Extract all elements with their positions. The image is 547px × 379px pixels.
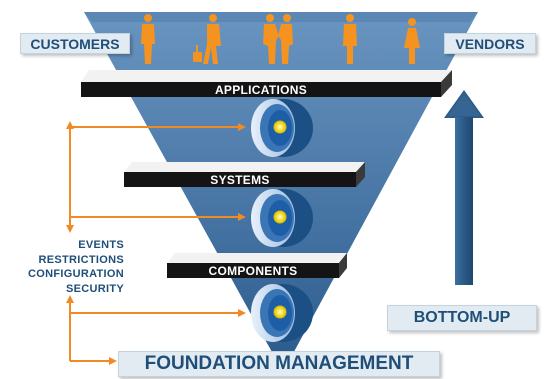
connector-arrowheads bbox=[66, 121, 246, 365]
person-icon bbox=[343, 14, 357, 64]
handshake-icon bbox=[263, 14, 293, 64]
components-label: COMPONENTS bbox=[208, 264, 298, 278]
management-item-security: SECURITY bbox=[65, 282, 124, 295]
foundation-management-label: FOUNDATION MANAGEMENT bbox=[118, 351, 440, 377]
components-bar-shape bbox=[167, 253, 347, 278]
systems-label: SYSTEMS bbox=[210, 173, 270, 187]
vendors-label: VENDORS bbox=[444, 33, 536, 54]
person-icon bbox=[141, 14, 155, 64]
bottom-up-label: BOTTOM-UP bbox=[387, 305, 537, 331]
core-sphere bbox=[251, 189, 313, 247]
bottom-up-arrow bbox=[444, 90, 484, 285]
management-item-restrictions: RESTRICTIONS bbox=[38, 253, 124, 266]
applications-bar-shape bbox=[81, 70, 452, 97]
core-sphere bbox=[251, 99, 313, 157]
core-sphere bbox=[251, 284, 313, 342]
applications-label: APPLICATIONS bbox=[214, 83, 308, 97]
management-items: EVENTS RESTRICTIONS CONFIGURATION SECURI… bbox=[2, 238, 124, 296]
connector-lines bbox=[69, 126, 243, 362]
management-item-events: EVENTS bbox=[78, 239, 124, 251]
management-item-configuration: CONFIGURATION bbox=[28, 268, 124, 280]
customers-label: CUSTOMERS bbox=[20, 33, 130, 54]
person-icon bbox=[404, 18, 420, 64]
person-with-luggage-icon bbox=[193, 14, 221, 64]
systems-bar-shape bbox=[124, 162, 365, 187]
